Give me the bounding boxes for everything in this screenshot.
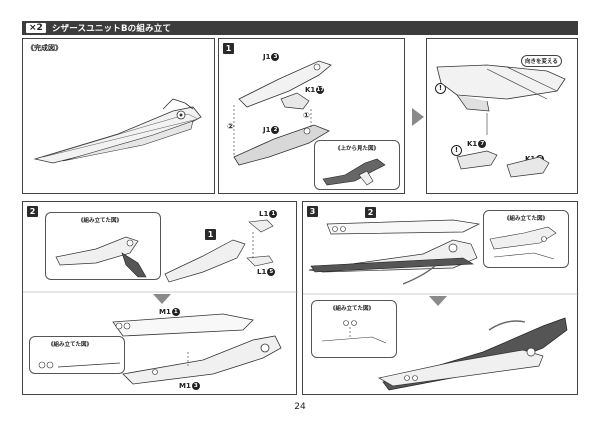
step3-ref-step: 2 [365, 207, 376, 218]
part-m1-3-code: M1 [179, 382, 191, 390]
step2-parts-illustration [23, 219, 298, 293]
part-m1-1-code: M1 [159, 308, 171, 316]
step1-number: 1 [223, 43, 234, 54]
part-k1-7-num: 7 [478, 140, 487, 148]
part-m1-1-num: 1 [171, 308, 180, 316]
section-header: ×2 シザースユニットBの組み立て [22, 21, 578, 35]
completed-scissor-illustration [33, 98, 202, 164]
step2-ref-step: 1 [205, 229, 216, 240]
step2-assembled-label: 《組み立てた図》 [78, 218, 123, 224]
part-j1-top-code: J1 [263, 53, 271, 61]
part-m1-3-num: 3 [191, 382, 200, 390]
step3-assembled-label: 《組み立てた図》 [504, 216, 549, 222]
step2-assembled-inset: 《組み立てた図》 [45, 212, 161, 280]
completed-label: 《完成図》 [27, 44, 62, 52]
direction-label: 向きを変える [521, 55, 562, 67]
step3-panel: 3 2 《組み立てた図》 《組み立てた図》 [302, 201, 579, 395]
flow-arrow-right [412, 108, 424, 126]
step3-assembled-label-2: 《組み立てた図》 [330, 306, 375, 312]
step1b-panel: 向きを変える ! ! K17 K18 [426, 38, 578, 194]
part-l1-5-code: L1 [257, 268, 267, 276]
callout-2: ② [227, 122, 234, 131]
part-j1-bottom-code: J1 [263, 126, 271, 134]
part-k1-17-num: 17 [316, 86, 325, 94]
part-k1-17-code: K1 [305, 86, 316, 94]
callout-1: ① [303, 111, 310, 120]
step3-illustration [303, 219, 579, 295]
top-view-label: 《上から見た図》 [335, 146, 380, 152]
step2-assembled-illustration-2 [38, 361, 121, 369]
completed-panel: 《完成図》 [22, 38, 215, 194]
step3-number: 3 [307, 206, 318, 217]
step2-main-illustration [112, 313, 282, 385]
quantity-badge: ×2 [26, 23, 46, 33]
top-view-inset: 《上から見た図》 [314, 140, 400, 190]
part-k1-7-code: K1 [467, 140, 478, 148]
part-k1-17: K117 [305, 86, 325, 94]
step2-flow-arrow-down [153, 294, 171, 304]
warning-mark-bottom: ! [451, 145, 462, 156]
page-number: 24 [294, 402, 306, 412]
step1b-illustration [436, 64, 566, 178]
part-l1-1-code: L1 [259, 210, 269, 218]
step3-assembled-illustration [489, 226, 557, 260]
part-l1-5-num: 5 [267, 268, 276, 276]
step2-assembled-illustration [55, 236, 147, 278]
part-l1-1-num: 1 [269, 210, 278, 218]
step2-assembled-inset-2: 《組み立てた図》 [29, 336, 125, 374]
warning-mark-top: ! [435, 83, 446, 94]
step2-number: 2 [27, 206, 38, 217]
section-title: シザースユニットBの組み立て [51, 24, 172, 34]
step2-assembled-label-2: 《組み立てた図》 [48, 342, 93, 348]
step3-assembled-illustration-2 [321, 320, 387, 344]
part-j1-top-num: 3 [271, 53, 280, 61]
step3-assembled-inset: 《組み立てた図》 [483, 210, 569, 268]
top-view-illustration [322, 158, 386, 186]
step3-assembled-inset-2: 《組み立てた図》 [311, 300, 397, 358]
step1-parts-illustration [233, 60, 332, 166]
part-j1-bottom-num: 2 [271, 126, 280, 134]
step3-final-illustration [378, 317, 568, 391]
step3-flow-arrow-down [429, 296, 447, 306]
